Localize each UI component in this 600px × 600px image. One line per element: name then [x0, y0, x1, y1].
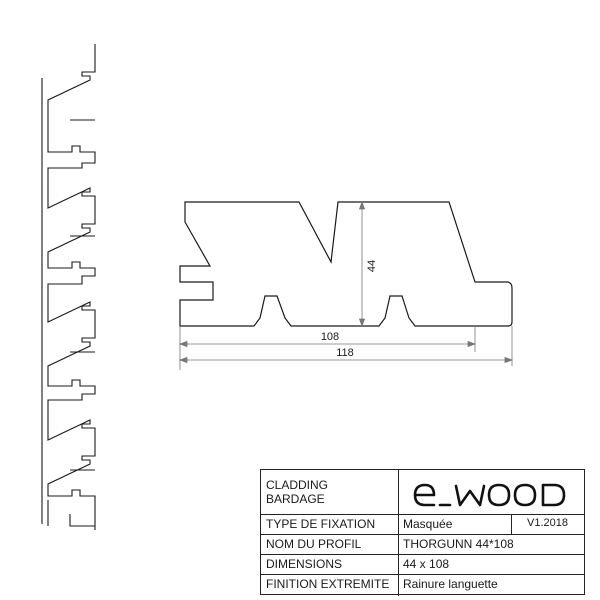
profile-label: NOM DU PROFIL: [266, 536, 362, 551]
fixation-label: TYPE DE FIXATION: [266, 516, 376, 531]
profile-value: THORGUNN 44*108: [403, 536, 514, 551]
board-stack-outer-profile: [47, 44, 96, 530]
board-cross-section: [179, 201, 513, 327]
e-wood-logo: e_wood: [413, 483, 566, 507]
dimensions-value: 44 x 108: [403, 556, 450, 571]
row-profile: NOM DU PROFIL THORGUNN 44*108: [261, 534, 584, 554]
title-block: CLADDING BARDAGE e_wood TYPE DE FIXATION…: [260, 469, 585, 596]
title-block-header: CLADDING BARDAGE e_wood: [261, 470, 584, 514]
dimension-height-label: 44: [366, 260, 378, 272]
bardage-text: BARDAGE: [266, 492, 325, 506]
finish-value: Rainure languette: [403, 576, 498, 591]
dimension-118-label: 118: [336, 347, 354, 359]
fixation-value: Masquée: [403, 516, 453, 531]
row-finish: FINITION EXTREMITE Rainure languette: [261, 574, 584, 594]
dimension-108-label: 108: [321, 331, 339, 343]
cladding-label: CLADDING BARDAGE: [261, 470, 398, 514]
assembled-boards-elevation: [41, 44, 96, 530]
dimensions-label: DIMENSIONS: [266, 556, 343, 571]
cladding-text: CLADDING: [266, 477, 329, 492]
board-stack-grooves: [70, 119, 95, 471]
board-stack-tongue-detail: [47, 500, 95, 527]
finish-label: FINITION EXTREMITE: [266, 576, 390, 591]
dimension-lines: [178, 200, 514, 370]
row-fixation: TYPE DE FIXATION Masquée V1.2018: [261, 514, 584, 534]
board-profile: [179, 201, 513, 327]
version-label: V1.2018: [527, 517, 568, 530]
row-dimensions: DIMENSIONS 44 x 108: [261, 554, 584, 574]
